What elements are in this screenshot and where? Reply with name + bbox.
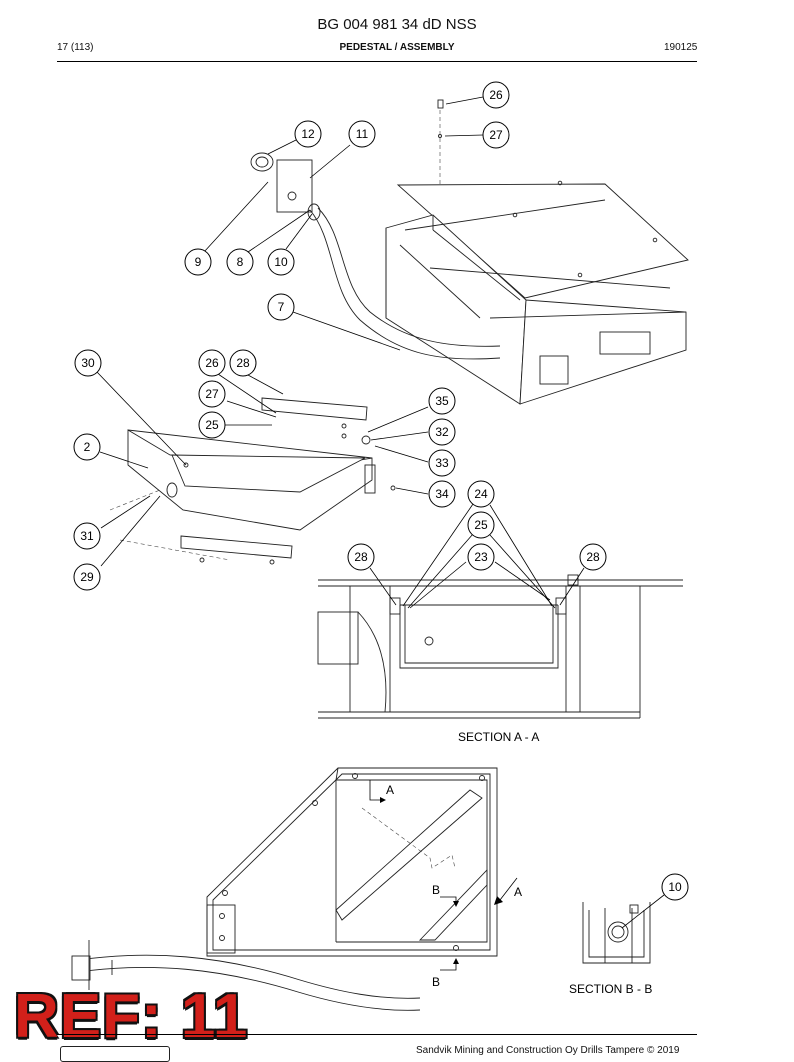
callout-25b: 25 <box>467 511 495 539</box>
page-number: 17 (113) <box>57 42 94 53</box>
footer-divider <box>57 1034 697 1035</box>
callout-11: 11 <box>348 120 376 148</box>
section-aa-title: SECTION A - A <box>458 730 539 744</box>
svg-text:32: 32 <box>435 425 449 439</box>
callout-30: 30 <box>74 349 102 377</box>
side-panel-illustration <box>109 397 396 565</box>
callout-25a: 25 <box>198 411 226 439</box>
cut-mark-a-top: A <box>386 783 394 797</box>
svg-text:30: 30 <box>81 356 95 370</box>
svg-text:27: 27 <box>489 128 503 142</box>
callout-12: 12 <box>294 120 322 148</box>
pedestal-box-illustration <box>385 99 689 405</box>
svg-text:11: 11 <box>356 127 369 141</box>
section-bb-title: SECTION B - B <box>569 982 652 996</box>
callout-10b: 10 <box>661 873 689 901</box>
section-aa-illustration <box>317 574 683 719</box>
callout-27a: 27 <box>482 121 510 149</box>
hydraulic-hose-illustration <box>250 152 501 360</box>
svg-text:23: 23 <box>474 550 488 564</box>
callout-24: 24 <box>467 480 495 508</box>
pedestal-side-view-illustration <box>71 767 498 1011</box>
cut-line-a <box>369 780 518 905</box>
cut-line-b <box>440 896 459 971</box>
callout-9: 9 <box>184 248 212 276</box>
svg-text:28: 28 <box>586 550 600 564</box>
svg-text:25: 25 <box>474 518 488 532</box>
svg-text:27: 27 <box>205 387 219 401</box>
svg-text:12: 12 <box>301 127 315 141</box>
svg-text:34: 34 <box>435 487 449 501</box>
callout-10a: 10 <box>267 248 295 276</box>
callout-7: 7 <box>267 293 295 321</box>
callout-35: 35 <box>428 387 456 415</box>
section-bb-illustration <box>582 902 651 964</box>
callout-29: 29 <box>73 563 101 591</box>
svg-text:26: 26 <box>489 88 503 102</box>
callout-28b: 28 <box>347 543 375 571</box>
svg-text:31: 31 <box>80 529 94 543</box>
svg-text:8: 8 <box>237 255 244 269</box>
callout-34: 34 <box>428 480 456 508</box>
callout-8: 8 <box>226 248 254 276</box>
callout-23: 23 <box>467 543 495 571</box>
svg-text:26: 26 <box>205 356 219 370</box>
svg-text:35: 35 <box>435 394 449 408</box>
svg-text:7: 7 <box>278 300 285 314</box>
header-divider <box>57 61 697 62</box>
footer-copyright: Sandvik Mining and Construction Oy Drill… <box>416 1045 680 1056</box>
callout-33: 33 <box>428 449 456 477</box>
svg-text:33: 33 <box>435 456 449 470</box>
sandvik-logo <box>60 1046 170 1062</box>
svg-text:28: 28 <box>236 356 250 370</box>
callout-31: 31 <box>73 522 101 550</box>
document-title: BG 004 981 34 dD NSS <box>317 16 477 33</box>
leader-lines <box>96 96 665 929</box>
svg-text:2: 2 <box>84 440 91 454</box>
cut-mark-b-bottom: B <box>432 975 440 989</box>
ref-stamp: REF: 11 <box>14 982 249 1051</box>
cut-mark-a-right: A <box>514 885 522 899</box>
svg-text:10: 10 <box>668 880 682 894</box>
callout-2: 2 <box>73 433 101 461</box>
svg-text:9: 9 <box>195 255 202 269</box>
callout-26a: 26 <box>482 81 510 109</box>
svg-text:24: 24 <box>474 487 488 501</box>
callout-32: 32 <box>428 418 456 446</box>
callout-27b: 27 <box>198 380 226 408</box>
callout-26b: 26 <box>198 349 226 377</box>
svg-text:25: 25 <box>205 418 219 432</box>
section-heading: PEDESTAL / ASSEMBLY <box>339 42 455 53</box>
svg-text:28: 28 <box>354 550 368 564</box>
document-date: 190125 <box>664 42 698 53</box>
callout-28c: 28 <box>579 543 607 571</box>
callout-28a: 28 <box>229 349 257 377</box>
cut-mark-b-top: B <box>432 883 440 897</box>
svg-text:29: 29 <box>80 570 94 584</box>
svg-text:10: 10 <box>274 255 288 269</box>
